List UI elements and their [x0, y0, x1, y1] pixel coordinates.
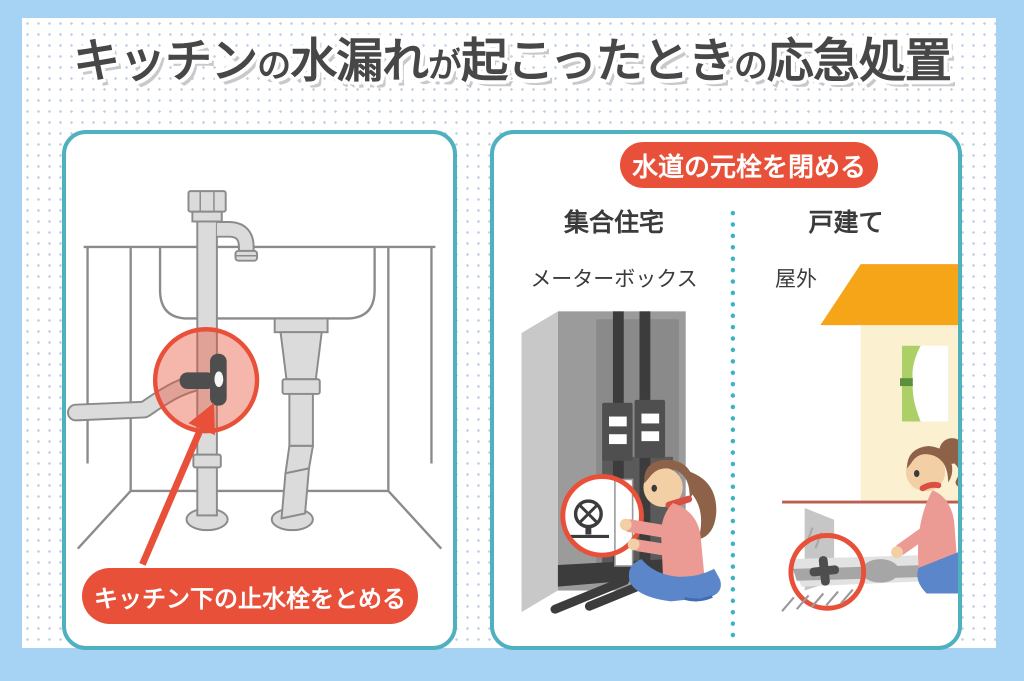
left-panel-stop-valve: キッチン下の止水栓をとめる	[62, 130, 457, 650]
title-segment: キッチン	[73, 34, 258, 89]
location-label-outdoor: 屋外	[775, 267, 817, 291]
title-segment: が	[428, 46, 462, 86]
house-window	[900, 345, 949, 422]
outdoor-valve-highlight-circle	[788, 533, 867, 611]
location-label-meter-box: メーターボックス	[530, 267, 698, 291]
valve-handwheel	[567, 499, 610, 539]
supply-pipe-and-faucet	[185, 190, 259, 532]
under-sink-illustration	[66, 190, 443, 566]
outdoor-valve-handle	[809, 556, 840, 586]
woman-figure-apartment	[619, 459, 721, 602]
page-title: キッチンの水漏れが起こったときの応急処置	[0, 24, 1024, 100]
outdoor-meter-pit	[781, 507, 937, 612]
title-segment: 応急処置	[766, 34, 952, 89]
sink-cabinet-outline	[76, 245, 443, 550]
title-segment: 水漏れ	[290, 34, 429, 89]
main-valve-heading: 水道の元栓を閉める	[620, 142, 878, 188]
house-roof	[820, 264, 958, 326]
stop-valve-handle	[179, 353, 227, 406]
title-segment: の	[733, 46, 768, 86]
woman-figure-detached-house	[891, 438, 958, 594]
right-panel-main-valve: 水道の元栓を閉める 集合住宅 戸建て メーターボックス 屋外	[490, 130, 962, 650]
stop-valve-caption: キッチン下の止水栓をとめる	[82, 568, 418, 624]
title-segment: 起こったとき	[461, 34, 735, 89]
column-label-apartment: 集合住宅	[563, 208, 664, 237]
water-meter-units	[602, 399, 666, 461]
house-exterior	[782, 264, 958, 504]
pointer-arrow	[139, 402, 215, 566]
meter-box-valve-highlight	[560, 474, 644, 567]
title-segment: の	[257, 46, 291, 86]
drain-pipe	[270, 317, 329, 532]
main-valve-illustration	[521, 210, 958, 638]
column-label-detached-house: 戸建て	[808, 208, 884, 237]
